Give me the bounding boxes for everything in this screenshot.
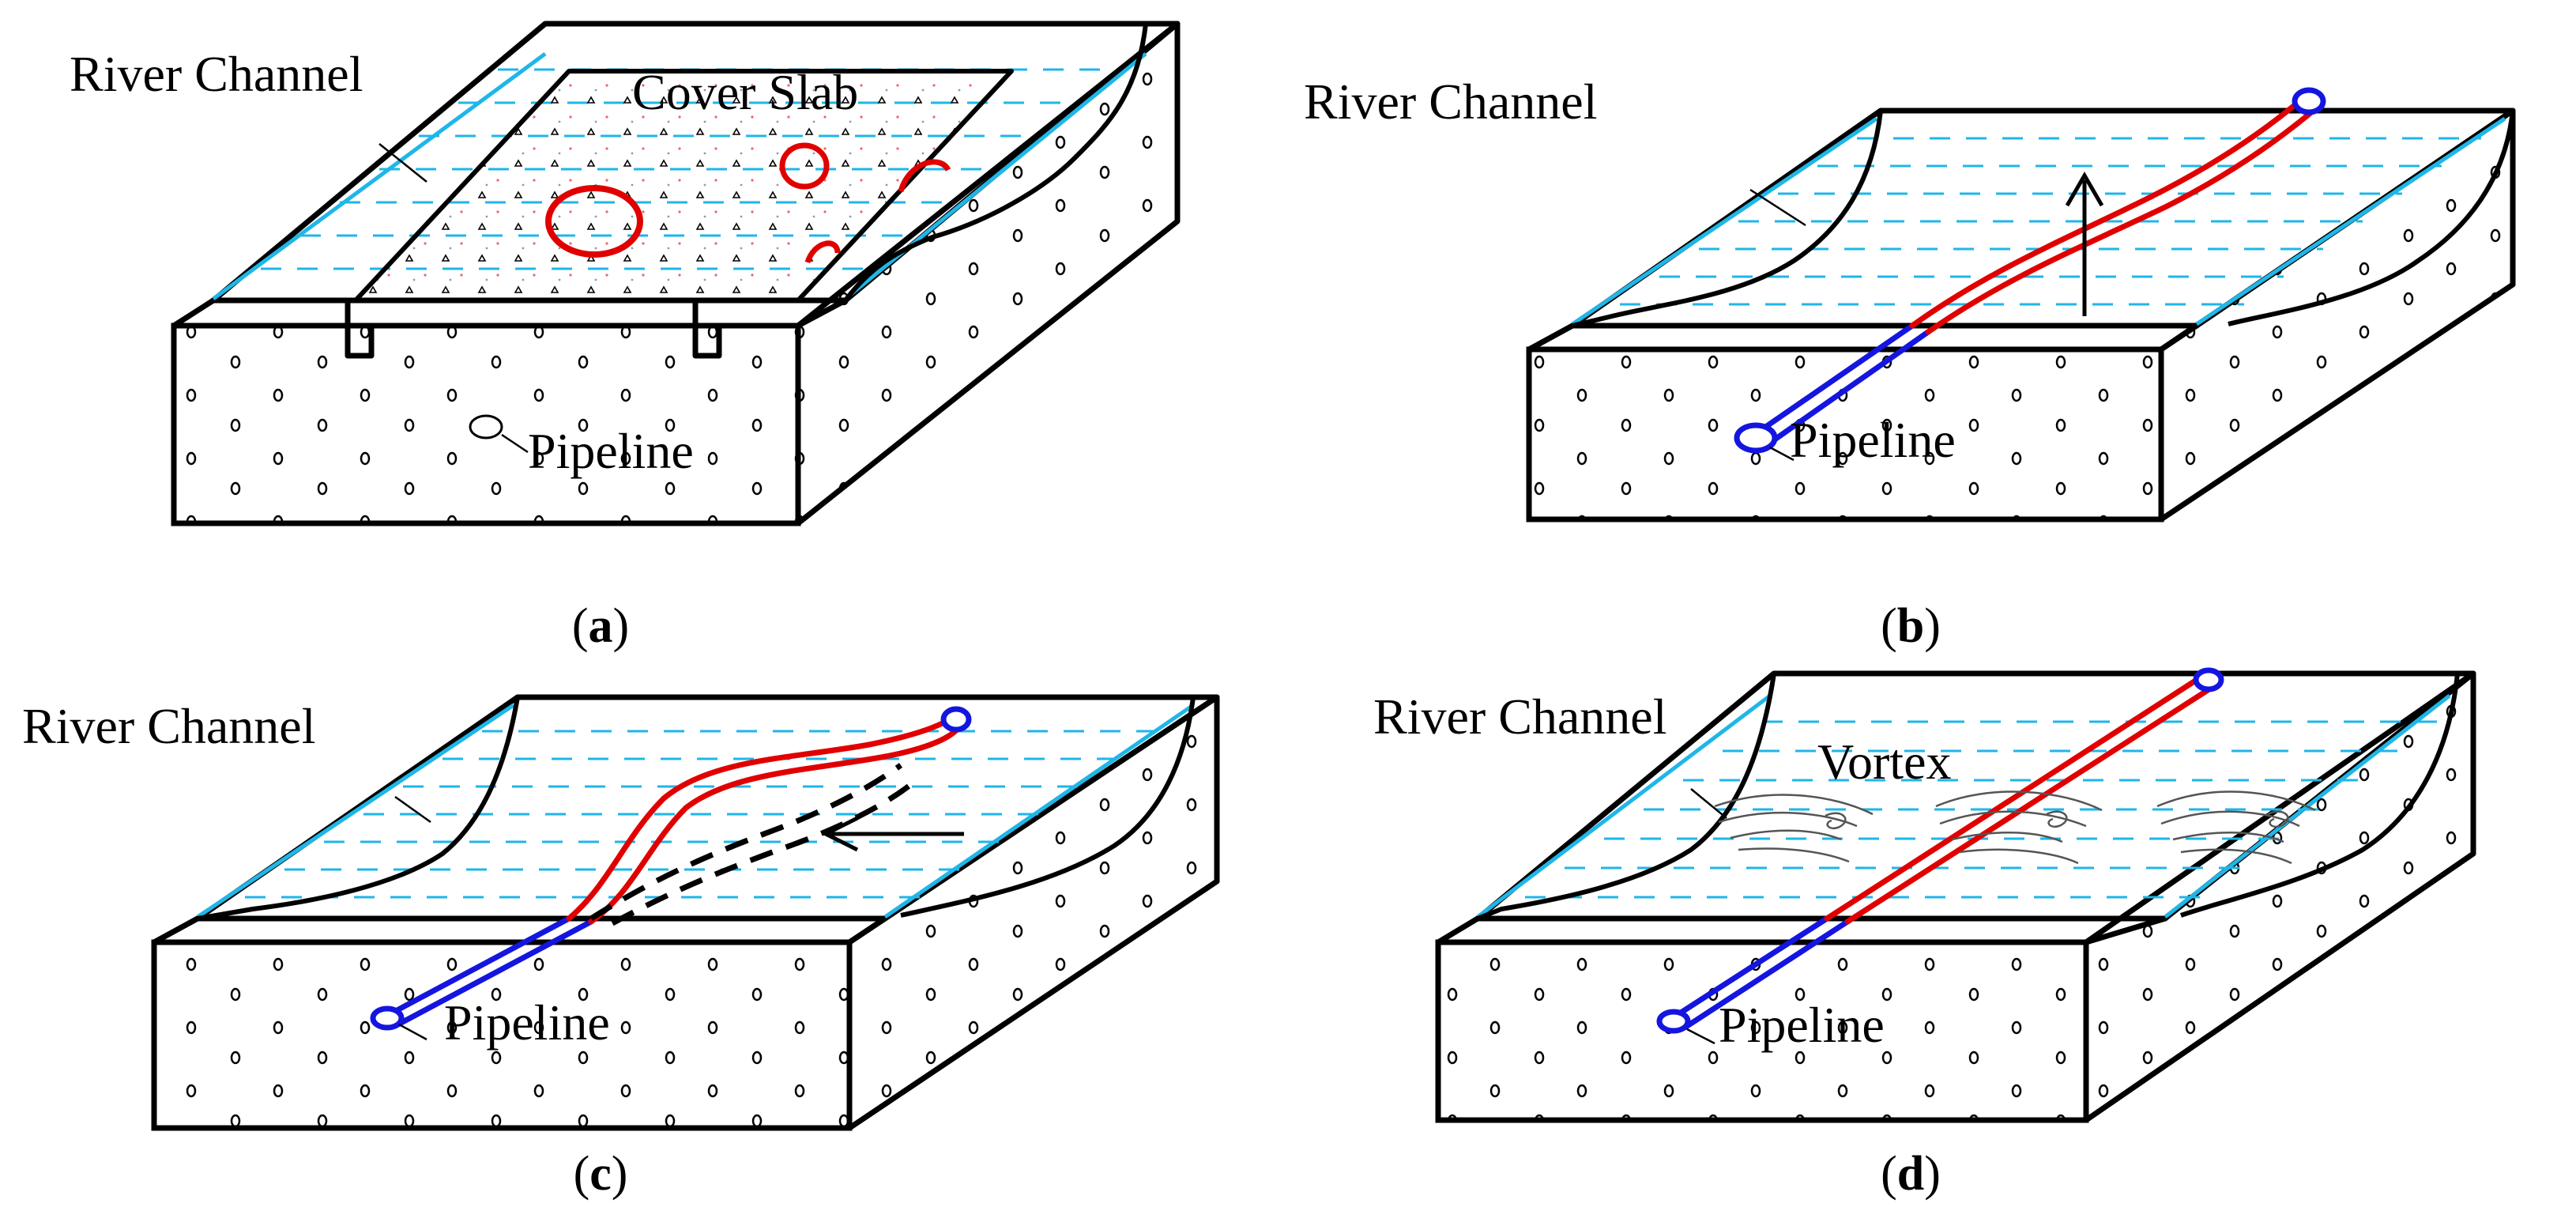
river-leader bbox=[394, 795, 431, 824]
vortex-icon bbox=[1935, 790, 2103, 865]
displaced-pipe bbox=[588, 726, 961, 925]
arrowhead-icon bbox=[2065, 172, 2104, 207]
pipe-end-icon bbox=[2292, 87, 2326, 115]
pipeline-label: Pipeline bbox=[1790, 412, 1956, 468]
buried-pipe bbox=[1751, 323, 1915, 438]
bank-edge-right bbox=[844, 52, 1147, 300]
exposed-pipe bbox=[1844, 681, 2220, 925]
front-rim bbox=[172, 297, 849, 329]
pipe-leader bbox=[398, 1023, 427, 1041]
front-face bbox=[1526, 346, 2164, 523]
left-bank bbox=[1476, 673, 1776, 921]
right-bank bbox=[2179, 673, 2460, 918]
pipe-leader bbox=[1769, 446, 1795, 462]
panel-caption: (b) bbox=[1881, 599, 1941, 653]
panel-c: River Channel Pipeline (c) bbox=[22, 694, 1220, 1201]
slab-leg-right bbox=[692, 302, 722, 359]
buried-pipe bbox=[376, 915, 572, 1023]
buried-pipe bbox=[1682, 919, 1851, 1031]
panel-d: River Channel Vortex Pipeline (d) bbox=[1373, 667, 2476, 1201]
scour-hole bbox=[804, 240, 841, 264]
scour-hole bbox=[545, 185, 643, 258]
river-channel-label: River Channel bbox=[70, 46, 363, 102]
bank-edge-left bbox=[212, 51, 547, 301]
river-channel-label: River Channel bbox=[22, 698, 315, 754]
panel-a: River Channel Cover Slab Pipeline (a) bbox=[70, 21, 1181, 653]
pipe-end-icon bbox=[940, 706, 972, 733]
bank-edge-right bbox=[883, 703, 1195, 919]
pipe-end-icon bbox=[1734, 422, 1778, 454]
water-surface bbox=[1620, 137, 2481, 306]
river-leader bbox=[378, 143, 427, 183]
panel-caption: (a) bbox=[572, 599, 629, 653]
pipe-leader bbox=[1686, 1028, 1715, 1045]
vortex-label: Vortex bbox=[1817, 734, 1951, 790]
exposed-pipe bbox=[1824, 677, 2200, 922]
river-channel-label: River Channel bbox=[1373, 688, 1666, 745]
buried-pipe bbox=[1772, 329, 1931, 443]
bank-edge-right bbox=[2195, 116, 2506, 326]
right-bank bbox=[843, 23, 1148, 302]
cover-slab-label: Cover Slab bbox=[632, 64, 858, 120]
vortex-icon bbox=[1714, 794, 1874, 863]
buried-pipe bbox=[1664, 915, 1830, 1024]
river-leader bbox=[1690, 788, 1727, 819]
river-leader bbox=[1749, 188, 1806, 227]
exposed-pipe bbox=[1925, 106, 2318, 335]
front-face bbox=[151, 939, 853, 1131]
right-bank bbox=[900, 696, 1196, 918]
arrowhead-icon bbox=[821, 816, 859, 852]
panel-b: River Channel Pipeline (b) bbox=[1304, 74, 2516, 653]
panel-caption: (d) bbox=[1881, 1147, 1941, 1201]
scour-hole bbox=[779, 142, 830, 190]
front-rim bbox=[153, 915, 888, 945]
slab-leg-left bbox=[345, 302, 375, 359]
front-rim bbox=[1527, 323, 2200, 353]
bank-edge-left bbox=[1571, 116, 1878, 326]
pipe-end-icon bbox=[1656, 1009, 1691, 1034]
pipe-end-icon bbox=[469, 414, 503, 440]
bank-edge-left bbox=[196, 703, 515, 919]
cover-slab bbox=[353, 69, 1014, 303]
exposed-pipe bbox=[1909, 98, 2303, 329]
pipeline-label: Pipeline bbox=[1719, 997, 1885, 1053]
bank-edge-left bbox=[1476, 694, 1772, 919]
front-rim bbox=[1437, 915, 2168, 945]
displaced-pipe bbox=[566, 715, 955, 922]
river-channel-label: River Channel bbox=[1304, 74, 1597, 130]
pipeline-label: Pipeline bbox=[444, 994, 610, 1051]
left-bank bbox=[1572, 110, 1883, 328]
vortex-icon bbox=[2156, 790, 2316, 865]
pipe-leader bbox=[501, 433, 529, 454]
buried-pipe bbox=[392, 919, 594, 1029]
panel-caption: (c) bbox=[574, 1147, 628, 1201]
pipe-end-icon bbox=[2193, 667, 2224, 692]
scour-hole bbox=[898, 159, 951, 193]
right-bank bbox=[2228, 110, 2515, 326]
right-face bbox=[846, 694, 1220, 1131]
pipe-end-icon bbox=[370, 1005, 405, 1031]
pipeline-label: Pipeline bbox=[528, 423, 694, 479]
original-pipe-position bbox=[611, 776, 921, 926]
left-bank bbox=[197, 696, 520, 921]
right-face bbox=[2083, 670, 2476, 1123]
original-pipe-position bbox=[589, 763, 903, 921]
